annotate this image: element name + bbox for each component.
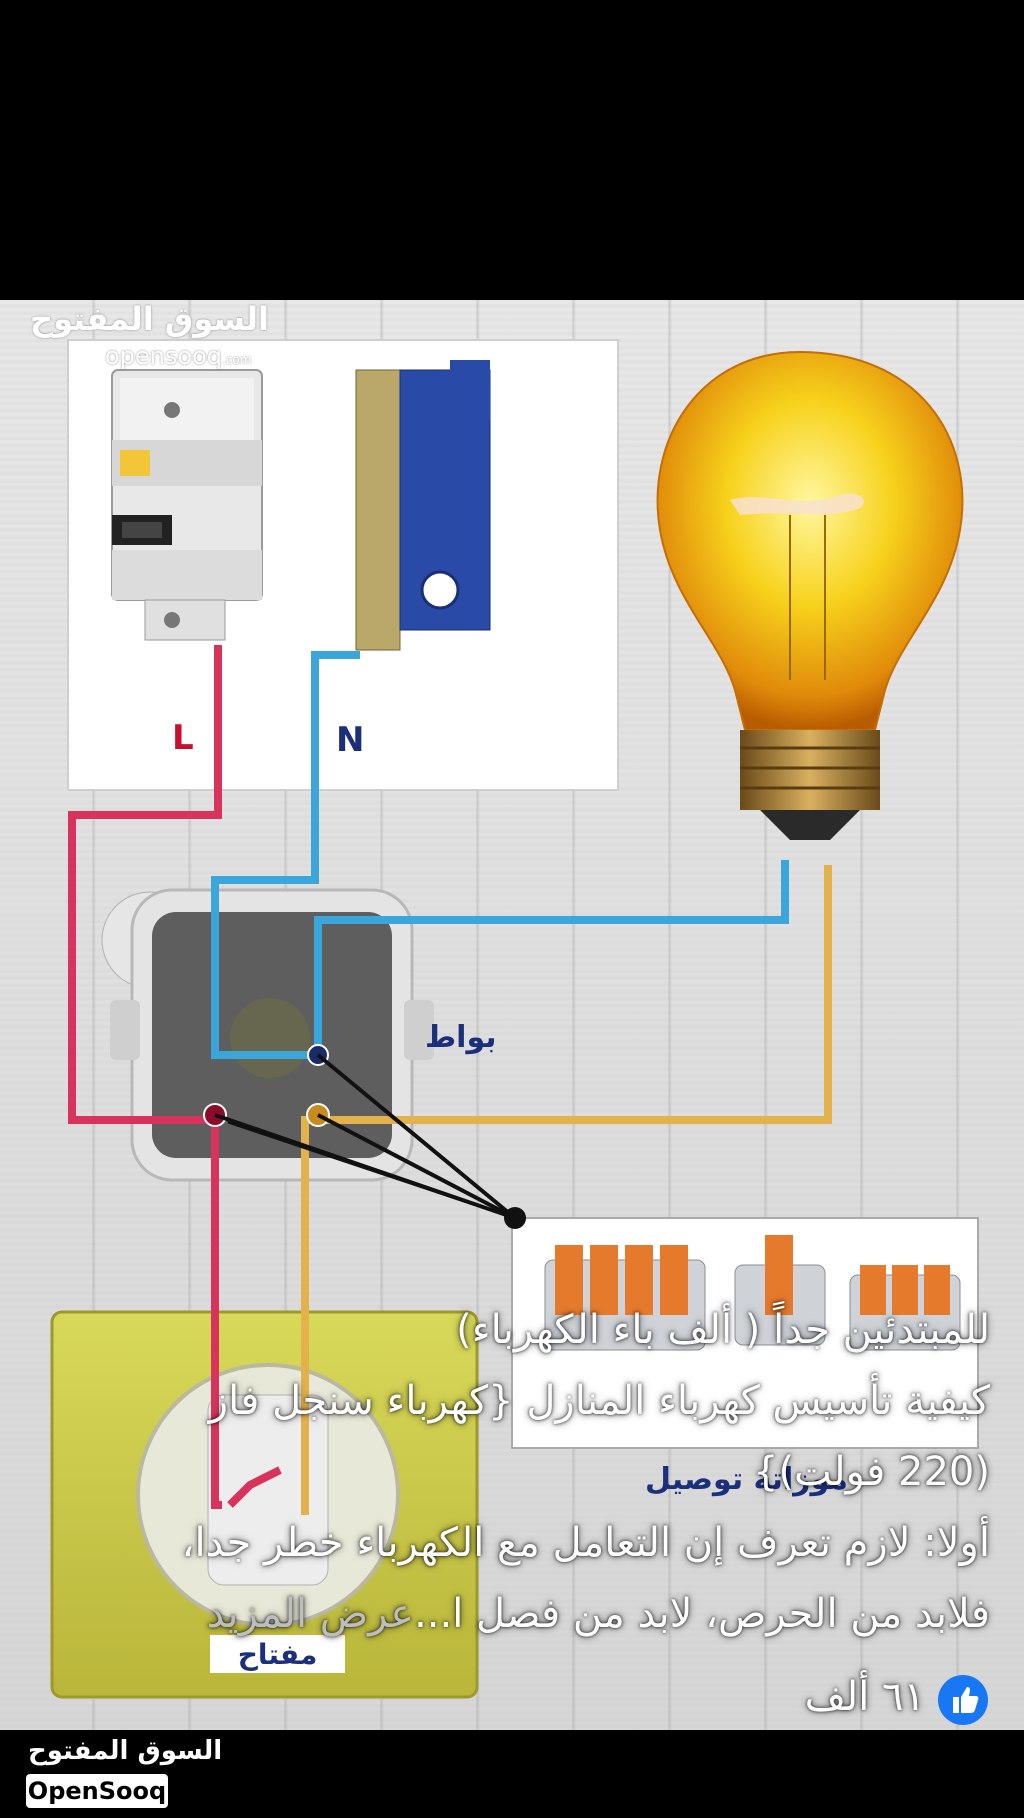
post-line-4: أولا: لازم تعرف إن التعامل مع الكهرباء خ… [181,1520,990,1566]
light-bulb [656,350,964,840]
connection-points [203,1044,526,1229]
neutral-label: N [336,720,365,760]
watermark-arabic: السوق المفتوح [30,300,270,338]
post-line-5-text: فلابد من الحرص، لابد من فصل ا... [414,1591,990,1637]
wago-connectors [544,1235,961,1351]
switch-leg-red [227,1466,282,1508]
wiring-diagram-svg [50,339,979,1699]
junction-box-label: بواط [425,1020,497,1055]
like-icon[interactable] [938,1675,988,1725]
post-line-1: للمبتدئين جداً ( ألف باء الكهرباء) [456,1307,990,1353]
watermark-latin-text: opensooq [105,342,222,370]
lamp-neutral-wire [314,860,789,1055]
watermark-suffix: .com [222,353,252,367]
wall-switch [50,1310,479,1699]
post-line-5: فلابد من الحرص، لابد من فصل ا...عرض المز… [0,1587,990,1641]
watermark-latin: opensooq.com [105,342,251,370]
top-black-band [0,0,1024,300]
wires [68,645,832,1515]
wiring-diagram: السوق المفتوح opensooq.com L N بواط موزا… [0,300,1024,1730]
neutral-busbar [355,360,491,651]
post-line-2: كيفية تأسيس كهرباء المنازل {كهرباء سنجل … [208,1378,990,1424]
phase-label: L [172,718,194,758]
footer-logo-arabic: السوق المفتوح [28,1736,223,1766]
phase-wire [68,645,222,1509]
footer-bar: السوق المفتوح OpenSooq [0,1730,1024,1818]
neutral-wire [211,651,360,1059]
post-line-3: (220 فولت)} [753,1449,990,1495]
switch-label: مفتاح [237,1638,318,1671]
reaction-count: ٦١ ألف [804,1674,925,1720]
connectors-label: موزاتة توصيل [645,1462,848,1497]
footer-logo-latin: OpenSooq [26,1774,168,1808]
circuit-breaker [111,369,263,641]
see-more-link[interactable]: عرض المزيد [206,1591,415,1637]
switched-return-wire [301,865,832,1515]
